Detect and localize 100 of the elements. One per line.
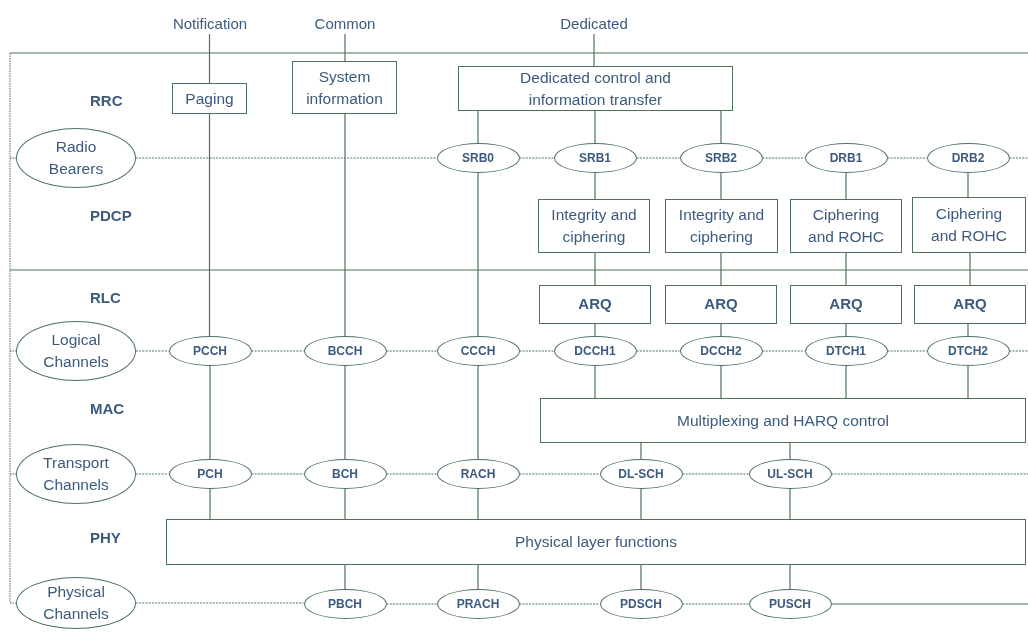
connector-line <box>720 252 722 286</box>
channel-ellipse: PDSCH <box>599 589 683 619</box>
connector-line <box>594 252 596 286</box>
connector-line <box>593 33 595 67</box>
connector-line <box>518 603 601 605</box>
connector-line <box>640 442 642 460</box>
connector-line <box>640 488 642 520</box>
connector-line <box>789 488 791 520</box>
connector-line <box>135 602 305 604</box>
channel-ellipse: DTCH2 <box>926 336 1010 366</box>
connector-line <box>635 157 681 159</box>
channel-ellipse: SRB0 <box>436 143 520 173</box>
layer-label: RRC <box>90 91 123 111</box>
connector-line <box>720 365 722 399</box>
function-box: Paging <box>172 83 247 114</box>
connector-line <box>969 252 971 286</box>
connector-line <box>344 564 346 590</box>
connector-line <box>250 473 305 475</box>
channel-ellipse: RACH <box>436 459 520 489</box>
layer-label: MAC <box>90 399 125 419</box>
connector-line <box>886 157 928 159</box>
connector-line <box>344 113 346 337</box>
channel-ellipse: UL-SCH <box>748 459 832 489</box>
connector-line <box>209 365 211 460</box>
connector-line <box>385 350 438 352</box>
function-box: Physical layer functions <box>166 519 1026 565</box>
channel-ellipse: DRB1 <box>804 143 888 173</box>
function-box: Ciphering and ROHC <box>790 199 902 253</box>
connector-line <box>830 473 1028 475</box>
connector-line <box>477 488 479 520</box>
channel-ellipse: DCCH2 <box>679 336 763 366</box>
connector-line <box>208 33 211 84</box>
category-ellipse: Logical Channels <box>16 321 136 381</box>
connector-line <box>845 323 847 337</box>
connector-line <box>720 110 722 144</box>
channel-ellipse: PCH <box>168 459 252 489</box>
connector-line <box>594 365 596 399</box>
connector-line <box>640 564 642 590</box>
connector-line <box>635 350 681 352</box>
connector-line <box>720 172 722 200</box>
function-box: Integrity and ciphering <box>665 199 778 253</box>
connector-line <box>886 350 928 352</box>
connector-line <box>845 172 847 200</box>
connector-line <box>761 157 806 159</box>
category-ellipse: Transport Channels <box>16 444 136 504</box>
connector-line <box>518 473 601 475</box>
connector-line <box>477 172 479 337</box>
channel-ellipse: DRB2 <box>926 143 1010 173</box>
connector-line <box>789 564 791 590</box>
column-heading: Common <box>300 14 390 34</box>
connector-line <box>594 110 596 144</box>
channel-ellipse: PRACH <box>436 589 520 619</box>
channel-ellipse: BCCH <box>303 336 387 366</box>
channel-ellipse: DTCH1 <box>804 336 888 366</box>
connector-line <box>845 365 847 399</box>
connector-line <box>967 323 969 337</box>
layer-label: RLC <box>90 288 121 308</box>
function-box: ARQ <box>539 285 651 324</box>
connector-line <box>344 365 346 460</box>
channel-ellipse: DL-SCH <box>599 459 683 489</box>
channel-ellipse: PCCH <box>168 336 252 366</box>
connector-line <box>681 473 750 475</box>
connector-line <box>135 350 170 352</box>
connector-line <box>1008 350 1028 352</box>
connector-line <box>594 172 596 200</box>
layer-label: PDCP <box>90 206 132 226</box>
connector-line <box>518 157 555 159</box>
connector-line <box>385 603 438 605</box>
function-box: System information <box>292 61 397 114</box>
connector-line <box>208 113 211 337</box>
connector-line <box>845 252 847 286</box>
connector-line <box>135 473 170 475</box>
function-box: ARQ <box>914 285 1026 324</box>
channel-ellipse: CCCH <box>436 336 520 366</box>
connector-line <box>518 350 555 352</box>
connector-line <box>720 323 722 337</box>
connector-line <box>830 603 1028 605</box>
connector-line <box>477 365 479 460</box>
function-box: Integrity and ciphering <box>538 199 650 253</box>
connector-line <box>967 365 969 399</box>
channel-ellipse: DCCH1 <box>553 336 637 366</box>
connector-line <box>209 488 211 520</box>
column-heading: Notification <box>160 14 260 34</box>
connector-line <box>1008 157 1028 159</box>
layer-label: PHY <box>90 528 121 548</box>
connector-line <box>967 172 969 198</box>
connector-line <box>385 473 438 475</box>
channel-ellipse: PBCH <box>303 589 387 619</box>
connector-line <box>761 350 806 352</box>
connector-line <box>477 564 479 590</box>
connector-line <box>681 603 750 605</box>
connector-line <box>344 488 346 520</box>
category-ellipse: Radio Bearers <box>16 128 136 188</box>
connector-line <box>789 442 791 460</box>
column-heading: Dedicated <box>544 14 644 34</box>
connector-line <box>135 157 438 159</box>
function-box: ARQ <box>665 285 777 324</box>
connector-line <box>594 323 596 337</box>
channel-ellipse: SRB2 <box>679 143 763 173</box>
channel-ellipse: SRB1 <box>553 143 637 173</box>
